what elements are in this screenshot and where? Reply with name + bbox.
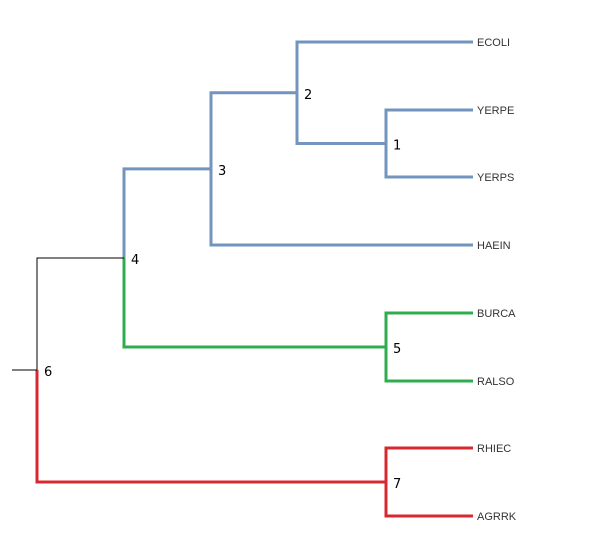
node-label-7: 7 xyxy=(393,477,401,492)
labels: ECOLI YERPE YERPS HAEIN BURCA RALSO RHIEC AGRRK… xyxy=(44,37,517,523)
leaf-label-agrrk: AGRRK xyxy=(477,511,517,523)
branch-n7-AGRRK xyxy=(384,482,473,518)
branch-n4-n3 xyxy=(122,167,211,258)
leaf-label-rhiec: RHIEC xyxy=(477,443,511,455)
node-label-4: 4 xyxy=(131,253,139,268)
branches xyxy=(12,40,473,518)
branch-n3-HAEIN xyxy=(209,168,473,247)
branch-n5-RALSO xyxy=(384,347,473,383)
leaf-label-yerpe: YERPE xyxy=(477,105,514,117)
node-label-5: 5 xyxy=(393,342,401,357)
node-label-3: 3 xyxy=(218,164,226,179)
branch-n2-ECOLI xyxy=(295,40,473,93)
branch-n6-n7 xyxy=(35,369,386,484)
branch-n1-YERPS xyxy=(384,143,473,179)
branch-n2-n1 xyxy=(295,92,386,145)
node-label-6: 6 xyxy=(44,365,52,380)
leaf-label-ecoli: ECOLI xyxy=(477,37,510,49)
branch-n5-BURCA xyxy=(384,311,473,347)
branch-n4-n5 xyxy=(122,257,386,349)
leaf-label-ralso: RALSO xyxy=(477,376,515,388)
branch-n6-n4 xyxy=(36,257,124,370)
branch-n1-YERPE xyxy=(384,108,473,144)
node-label-1: 1 xyxy=(393,139,401,154)
branch-n7-RHIEC xyxy=(384,446,473,482)
node-label-2: 2 xyxy=(304,88,312,103)
leaf-label-burca: BURCA xyxy=(477,308,516,320)
leaf-label-yerps: YERPS xyxy=(477,172,514,184)
branch-n3-n2 xyxy=(209,91,297,169)
leaf-label-haein: HAEIN xyxy=(477,240,511,252)
